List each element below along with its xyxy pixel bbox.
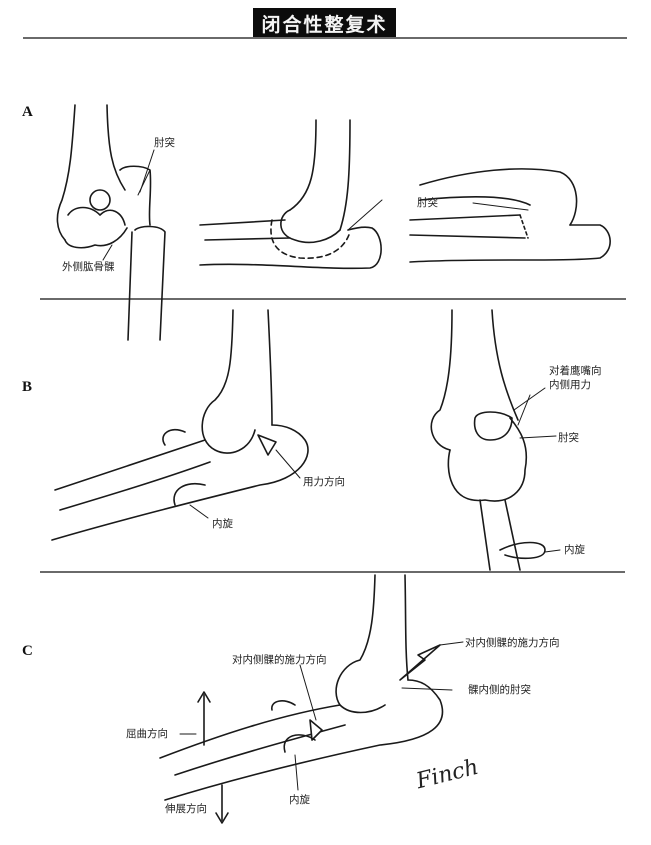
label-pronation-b1: 内旋	[212, 518, 233, 530]
label-pronation-c: 内旋	[289, 794, 310, 806]
panel-c-letter: C	[22, 643, 33, 659]
label-force-medial-condyle-left: 对内侧髁的施力方向	[232, 654, 327, 666]
divider-a-b	[40, 298, 626, 300]
label-olecranon-medial: 髁内侧的肘突	[468, 684, 531, 696]
panel-b-figure-1	[51, 309, 309, 541]
panel-b-letter: B	[22, 379, 33, 395]
label-force-medial-condyle-right: 对内侧髁的施力方向	[465, 637, 560, 649]
panel-a-letter: A	[22, 104, 33, 120]
label-olecranon-b2: 肘突	[558, 432, 579, 444]
panel-c-figure	[159, 574, 464, 824]
label-force-direction: 用力方向	[303, 476, 345, 488]
label-pronation-b2: 内旋	[564, 544, 585, 556]
panel-a-figure-2	[199, 119, 383, 270]
label-medial-force: 对着鹰嘴向 内侧用力	[549, 365, 602, 391]
label-flexion-direction: 屈曲方向	[126, 728, 168, 740]
panel-a-figure-3	[409, 168, 611, 263]
label-olecranon-a1: 肘突	[154, 137, 175, 149]
divider-b-c	[40, 571, 625, 573]
divider-top	[23, 37, 627, 39]
label-extension-direction: 伸展方向	[165, 803, 207, 815]
panel-a-figure-1	[56, 104, 166, 341]
label-olecranon-a3: 肘突	[417, 197, 438, 209]
page-title: 闭合性整复术	[253, 8, 396, 38]
label-lateral-condyle: 外侧肱骨髁	[62, 261, 115, 273]
panel-b-figure-2	[430, 309, 561, 571]
